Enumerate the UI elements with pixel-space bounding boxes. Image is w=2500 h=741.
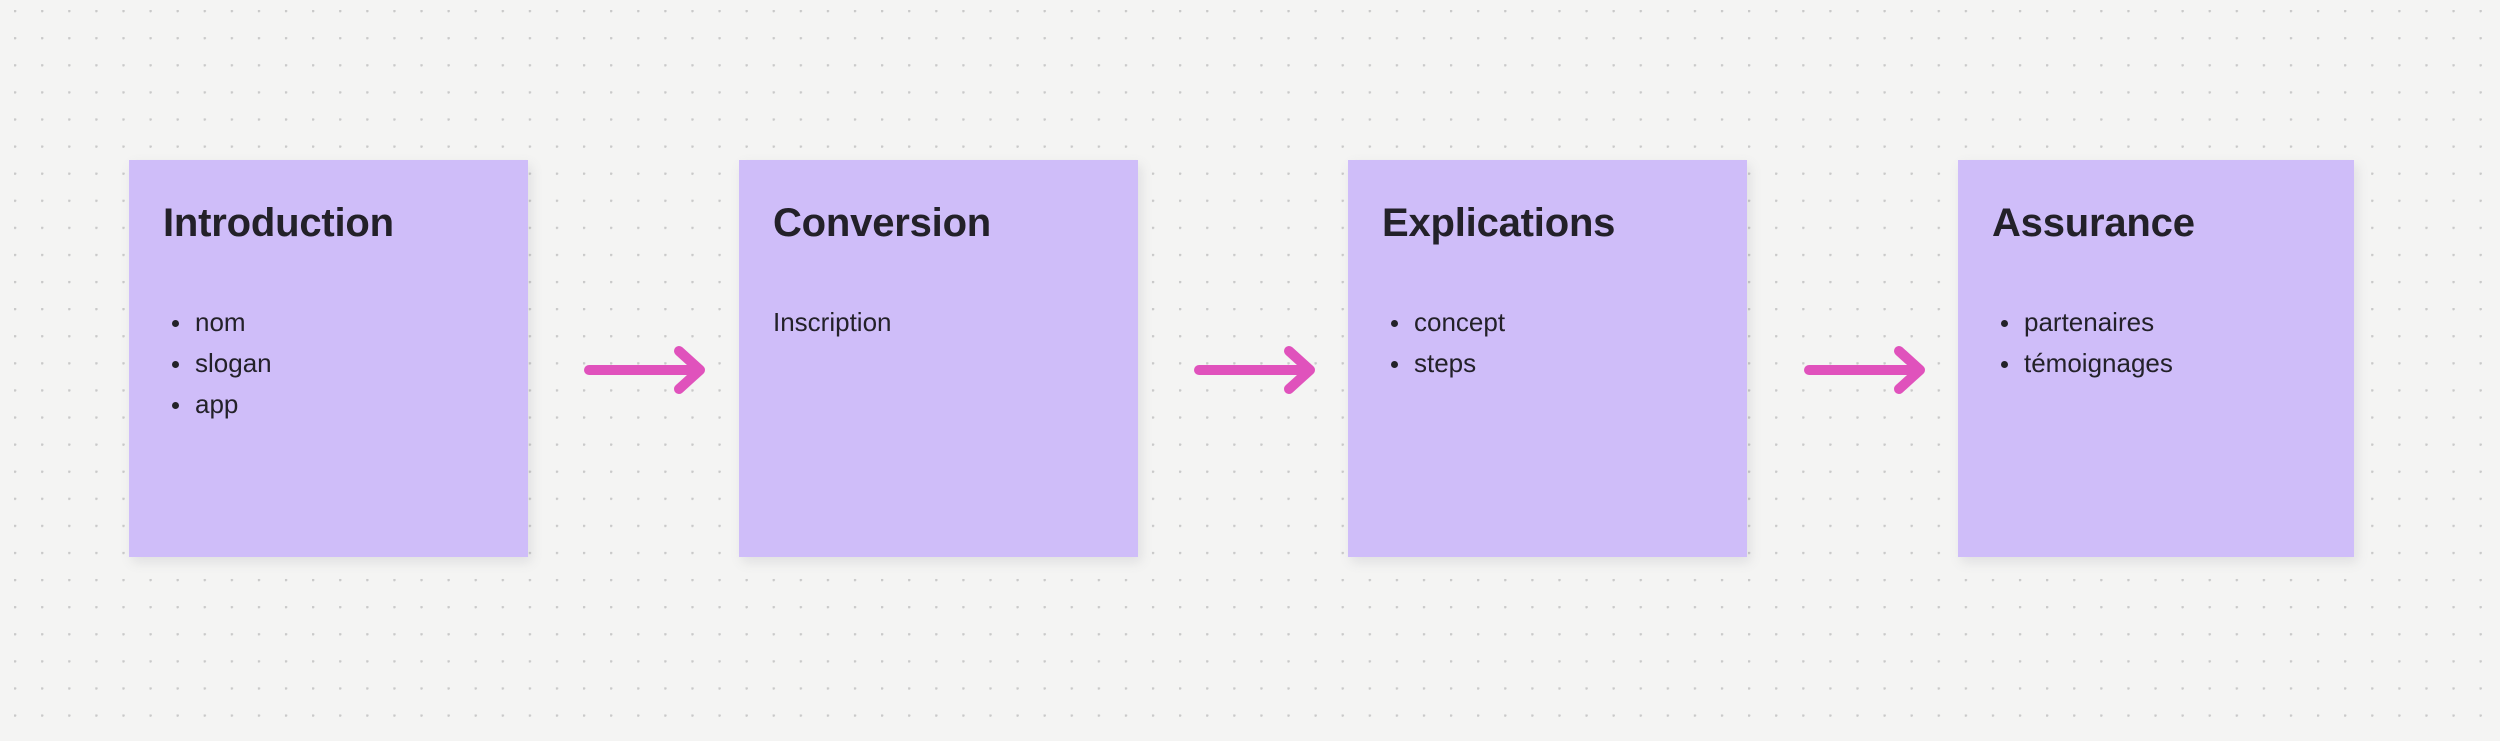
list-item: app (172, 384, 494, 425)
list-item: steps (1391, 343, 1713, 384)
card-title: Conversion (773, 201, 992, 245)
bullet-list: partenaires témoignages (1992, 302, 2320, 384)
bullet-list: nom slogan app (163, 302, 494, 425)
body-text: Inscription (773, 307, 892, 337)
list-item: concept (1391, 302, 1713, 343)
list-item: partenaires (2001, 302, 2320, 343)
card-body: partenaires témoignages (1992, 302, 2320, 384)
connector-arrow-1 (583, 340, 713, 400)
card-body: concept steps (1382, 302, 1713, 384)
list-item: nom (172, 302, 494, 343)
flow-card-assurance[interactable]: Assurance partenaires témoignages (1958, 160, 2354, 557)
arrow-right-icon (584, 346, 705, 394)
flow-card-introduction[interactable]: Introduction nom slogan app (129, 160, 528, 557)
list-item: témoignages (2001, 343, 2320, 384)
card-body: nom slogan app (163, 302, 494, 425)
card-body: Inscription (773, 302, 1104, 343)
flow-card-conversion[interactable]: Conversion Inscription (739, 160, 1138, 557)
arrow-right-icon (1194, 346, 1315, 394)
connector-arrow-3 (1803, 340, 1933, 400)
bullet-list: concept steps (1382, 302, 1713, 384)
card-title: Introduction (163, 201, 394, 245)
list-item: slogan (172, 343, 494, 384)
flow-card-explications[interactable]: Explications concept steps (1348, 160, 1747, 557)
arrow-right-icon (1804, 346, 1925, 394)
card-title: Assurance (1992, 201, 2195, 245)
card-title: Explications (1382, 201, 1616, 245)
connector-arrow-2 (1193, 340, 1323, 400)
